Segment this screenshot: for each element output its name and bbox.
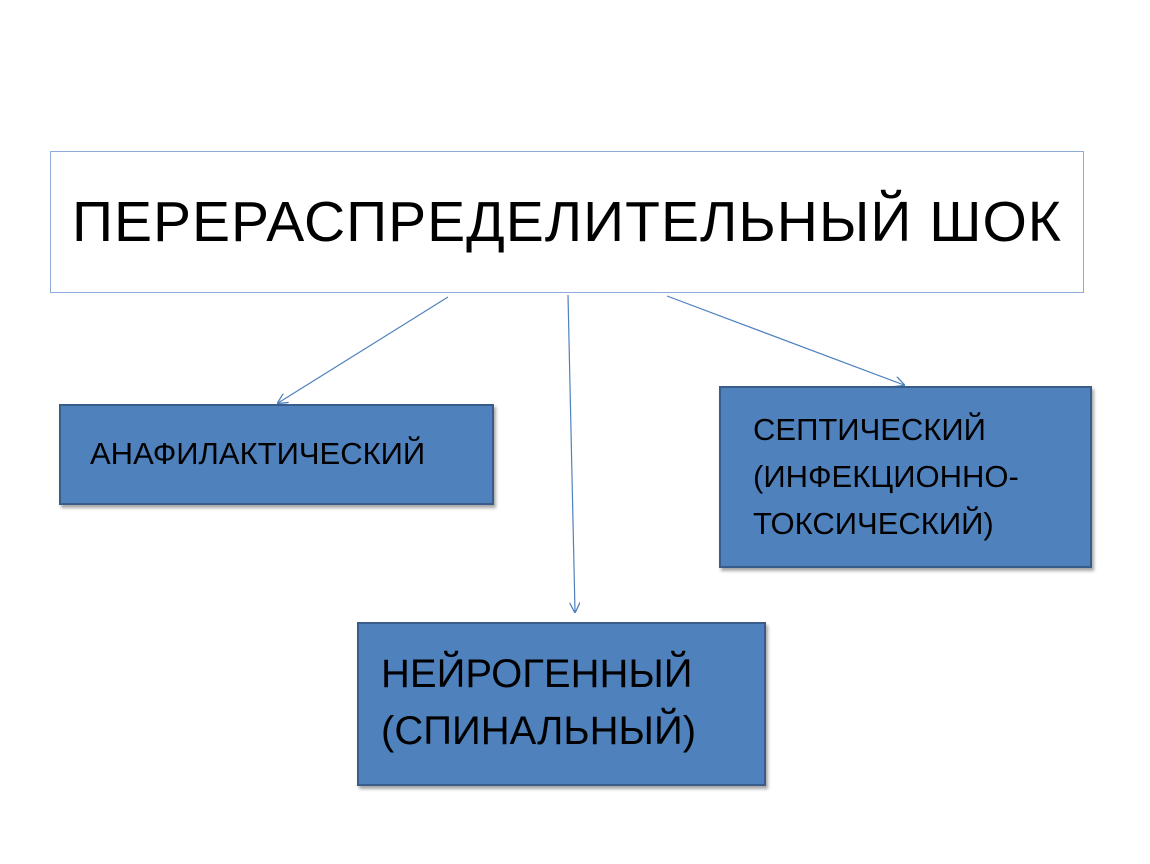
node-anaphylactic: АНАФИЛАКТИЧЕСКИЙ [59, 404, 494, 505]
arrow-to-anaphylactic [278, 296, 449, 403]
node-septic: СЕПТИЧЕСКИЙ (ИНФЕКЦИОННО- ТОКСИЧЕСКИЙ) [719, 386, 1092, 568]
node-neurogenic-line: НЕЙРОГЕННЫЙ [381, 652, 693, 696]
node-septic-line: СЕПТИЧЕСКИЙ [753, 412, 986, 447]
arrow-to-neurogenic [567, 294, 575, 612]
node-neurogenic-line: (СПИНАЛЬНЫЙ) [381, 709, 697, 753]
node-anaphylactic-line: АНАФИЛАКТИЧЕСКИЙ [90, 436, 426, 471]
title-box: ПЕРЕРАСПРЕДЕЛИТЕЛЬНЫЙ ШОК [50, 151, 1084, 293]
node-neurogenic: НЕЙРОГЕННЫЙ (СПИНАЛЬНЫЙ) [357, 622, 766, 786]
diagram-title: ПЕРЕРАСПРЕДЕЛИТЕЛЬНЫЙ ШОК [71, 190, 1063, 254]
arrow-to-septic [666, 295, 904, 385]
node-anaphylactic-label: АНАФИЛАКТИЧЕСКИЙ [90, 436, 425, 472]
node-septic-label: СЕПТИЧЕСКИЙ (ИНФЕКЦИОННО- ТОКСИЧЕСКИЙ) [753, 406, 1019, 547]
node-septic-line: ТОКСИЧЕСКИЙ) [753, 506, 994, 541]
node-septic-line: (ИНФЕКЦИОННО- [753, 459, 1019, 494]
node-neurogenic-label: НЕЙРОГЕННЫЙ (СПИНАЛЬНЫЙ) [381, 646, 696, 760]
